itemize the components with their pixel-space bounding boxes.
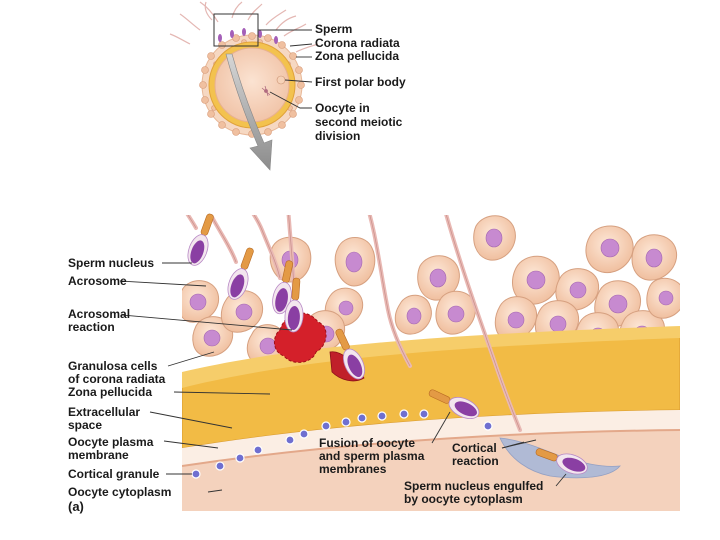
label-sperm: Sperm [315,23,352,36]
label-cortical-line2: reaction [452,455,499,468]
label-oocyte-line1: Oocyte in [315,102,370,115]
label-cortical-granule: Cortical granule [68,468,159,481]
label-plasma-line2: membrane [68,449,129,462]
label-panel-letter: (a) [68,500,84,513]
label-acrosomal-line2: reaction [68,321,115,334]
overview-first-polar-body [277,76,285,84]
label-acrosome: Acrosome [68,275,127,288]
sperm-midpiece [292,278,301,300]
sperm-midpiece [240,247,254,270]
label-oocyte-line2: second meiotic [315,116,402,129]
label-fusion-line3: membranes [319,463,386,476]
label-zona-pellucida-top: Zona pellucida [315,50,399,63]
label-oocyte-line3: division [315,130,360,143]
overview-oocyte [215,48,289,122]
label-zona-pellucida: Zona pellucida [68,386,152,399]
label-extracellular-line2: space [68,419,102,432]
label-engulfed-line2: by oocyte cytoplasm [404,493,523,506]
label-oocyte-cytoplasm: Oocyte cytoplasm [68,486,171,499]
label-sperm-nucleus: Sperm nucleus [68,257,154,270]
label-first-polar-body: First polar body [315,76,406,89]
egg-overview [170,2,318,138]
sperm-midpiece [200,213,214,236]
